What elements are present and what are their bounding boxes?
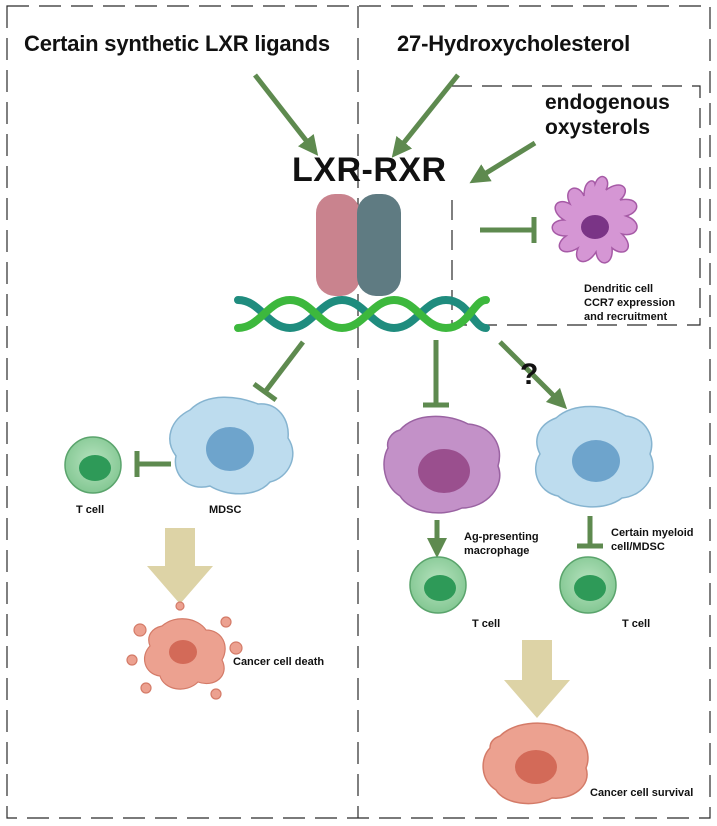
macrophage-line1: Ag-presenting <box>464 531 539 543</box>
big-arrow-left <box>147 528 213 604</box>
arrow-hydroxycholesterol-to-lxr <box>391 73 460 158</box>
arrow-lxr-to-myeloid <box>498 340 568 410</box>
inhibit-tcell-right <box>577 516 603 549</box>
big-arrow-right <box>504 640 570 718</box>
tcell-right-b-label: T cell <box>622 618 651 630</box>
endogenous-line2: oxysterols <box>545 116 651 139</box>
cancer-cell-survival-icon <box>482 722 589 805</box>
tcell-right-a-icon <box>409 556 467 614</box>
inhibit-macrophage <box>423 340 449 408</box>
tcell-right-a-label: T cell <box>472 618 501 630</box>
myeloid-cell-icon <box>535 405 654 508</box>
tcell-right-b-icon <box>559 556 617 614</box>
macrophage-line2: macrophage <box>464 545 530 557</box>
myeloid-line2: cell/MDSC <box>611 541 665 553</box>
dendritic-cell-icon <box>551 175 638 264</box>
cancer-cell-death-icon <box>126 601 243 700</box>
inhibit-dendritic <box>480 217 537 243</box>
endogenous-inset-box <box>451 85 701 326</box>
macrophage-label: Ag-presenting macrophage <box>464 530 539 558</box>
synthetic-ligands-label: Certain synthetic LXR ligands <box>24 31 330 56</box>
myeloid-cell-label: Certain myeloid cell/MDSC <box>611 526 694 554</box>
dendritic-line1: Dendritic cell <box>584 283 654 295</box>
myeloid-line1: Certain myeloid <box>611 527 694 539</box>
arrow-oxysterols-to-lxr <box>469 140 537 184</box>
dendritic-line2: CCR7 expression <box>584 297 676 309</box>
dna-helix <box>234 295 490 333</box>
endogenous-oxysterols-label: endogenous oxysterols <box>545 90 670 140</box>
macrophage-icon <box>383 415 501 514</box>
tcell-left-icon <box>64 436 122 494</box>
arrow-synthetic-to-lxr <box>253 73 319 156</box>
dendritic-line3: and recruitment <box>584 311 668 323</box>
mdsc-cell-left-icon <box>169 396 294 495</box>
tcell-left-label: T cell <box>76 504 105 516</box>
inhibit-tcell-left <box>134 451 171 477</box>
inhibit-mdsc-left <box>252 340 305 403</box>
dendritic-cell-label: Dendritic cell CCR7 expression and recru… <box>584 282 675 324</box>
rxr-subunit <box>357 194 401 296</box>
panel-frame <box>6 5 711 819</box>
endogenous-line1: endogenous <box>545 91 670 114</box>
hydroxycholesterol-label: 27-Hydroxycholesterol <box>397 31 630 56</box>
cancer-cell-death-label: Cancer cell death <box>233 656 325 668</box>
mdsc-label: MDSC <box>209 504 242 516</box>
cancer-cell-survival-label: Cancer cell survival <box>590 787 694 799</box>
lxr-rxr-label: LXR-RXR <box>292 151 447 189</box>
uncertain-link-question-mark: ? <box>520 358 539 391</box>
lxr-subunit <box>316 194 360 296</box>
